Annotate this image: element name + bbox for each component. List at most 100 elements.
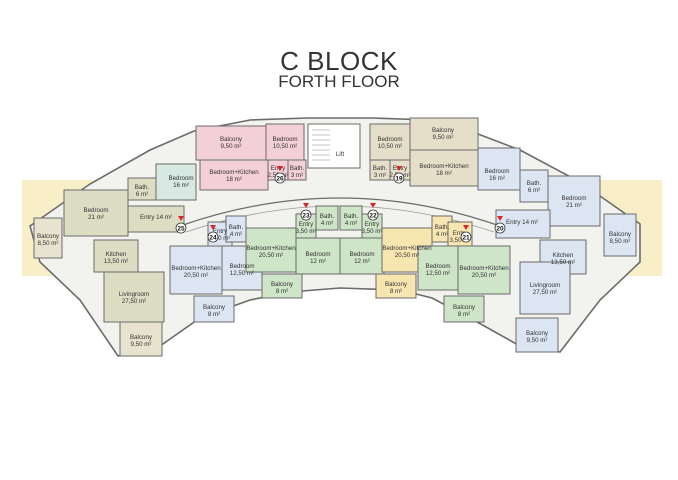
- room-area: 8 m²: [390, 288, 402, 295]
- room-area: 16 m²: [489, 175, 505, 182]
- unit-19-balcony: [409, 117, 479, 151]
- room-label: Bath.: [344, 213, 359, 220]
- room-area: 27,50 m²: [533, 289, 557, 296]
- unit-badge: 19: [393, 166, 405, 184]
- unit-20-balcony-right: [603, 213, 637, 257]
- room-area: 8,50 m²: [610, 238, 631, 245]
- unit-25-balcony-bottom: [119, 321, 163, 357]
- room-area: 8 m²: [208, 311, 220, 318]
- room-label: Entry: [453, 230, 468, 237]
- unit-number: 25: [177, 225, 185, 232]
- room-label: Bedroom+Kitchen: [382, 245, 432, 252]
- room-area: 10,50 m²: [273, 143, 297, 150]
- room-label: Bath.: [527, 180, 542, 187]
- unit-badge-circle: [367, 209, 379, 221]
- unit-20-entry: [495, 209, 551, 239]
- unit-entry-marker: [463, 225, 469, 230]
- room-label: Balcony: [526, 330, 549, 337]
- unit-20-bath: [519, 169, 549, 203]
- unit-20-bedroom: [477, 147, 521, 191]
- unit-badge: 21: [460, 225, 472, 243]
- unit-entry-marker: [178, 216, 184, 221]
- room-area: 20,50 m²: [184, 272, 208, 279]
- unit-badge: 20: [494, 216, 506, 234]
- room-label: Bath.: [290, 165, 305, 172]
- page-subtitle: FORTH FLOOR: [278, 72, 400, 91]
- unit-number: 21: [462, 234, 470, 241]
- room-area: 4 m²: [345, 220, 357, 227]
- room-area: 8,50 m²: [38, 240, 59, 247]
- room-label: Bedroom+Kitchen: [171, 265, 221, 272]
- room-label: Bedroom: [272, 136, 297, 143]
- room-area: 12,50 m²: [230, 270, 254, 277]
- room-label: Bedroom+Kitchen: [459, 265, 509, 272]
- room-label: Balcony: [130, 334, 153, 341]
- unit-19-bedroom-kitchen: [409, 149, 479, 187]
- room-area: 12 m²: [310, 258, 326, 265]
- room-label: Bedroom+Kitchen: [246, 245, 296, 252]
- room-area: 6 m²: [528, 187, 540, 194]
- room-label: Balcony: [220, 136, 243, 143]
- unit-23-bath: [315, 205, 339, 231]
- room-label: Balcony: [432, 127, 455, 134]
- unit-number: 24: [209, 234, 217, 241]
- unit-number: 26: [276, 175, 284, 182]
- unit-23-balcony: [261, 273, 303, 299]
- room-label: Balcony: [37, 233, 60, 240]
- unit-25-bedroom: [63, 189, 129, 237]
- room-label: Bath.: [320, 213, 335, 220]
- unit-23-bedroom: [295, 237, 341, 275]
- unit-badge-circle: [175, 222, 187, 234]
- room-label: Balcony: [271, 281, 294, 288]
- room-label: Entry: [271, 165, 286, 172]
- room-label: Entry 14 m²: [506, 219, 538, 226]
- unit-26-bath: [287, 159, 307, 181]
- unit-24-balcony: [193, 295, 235, 323]
- unit-badge-circle: [207, 231, 219, 243]
- room-label: Kitchen: [106, 251, 127, 258]
- room-area: 20,50 m²: [395, 252, 419, 259]
- unit-20-bedroom-2: [547, 175, 601, 227]
- unit-number: 22: [369, 212, 377, 219]
- unit-badge-circle: [393, 172, 405, 184]
- room-area: 6 m²: [136, 191, 148, 198]
- unit-badge: 25: [175, 216, 187, 234]
- unit-number: 20: [496, 225, 504, 232]
- unit-25-entry: [127, 205, 185, 233]
- room-label: Bedroom: [425, 263, 450, 270]
- room-area: 9,50 m²: [527, 337, 548, 344]
- unit-entry-marker: [210, 225, 216, 230]
- room-area: 21 m²: [88, 214, 104, 221]
- unit-number: 19: [395, 175, 403, 182]
- unit-badge-circle: [300, 209, 312, 221]
- unit-badge-circle: [494, 222, 506, 234]
- room-area: 27,50 m²: [122, 298, 146, 305]
- unit-badge: 22: [367, 203, 379, 221]
- room-area: 3 m²: [374, 172, 386, 179]
- room-area: 20,50 m²: [259, 252, 283, 259]
- room-label: Bedroom: [168, 175, 193, 182]
- room-label: Entry: [213, 228, 228, 235]
- room-label: Bedroom+Kitchen: [209, 169, 259, 176]
- room-label: Balcony: [609, 231, 632, 238]
- unit-21-bedroom: [417, 245, 459, 291]
- unit-21-balcony-2: [443, 295, 485, 323]
- room-area: 21 m²: [566, 202, 582, 209]
- room-label: Balcony: [453, 304, 476, 311]
- room-label: Bath.: [373, 165, 388, 172]
- room-area: 12,50 m²: [426, 270, 450, 277]
- room-area: 8 m²: [276, 288, 288, 295]
- unit-20-balcony-bottom: [515, 317, 559, 353]
- room-area: 12 m²: [354, 258, 370, 265]
- unit-entry-marker: [396, 166, 402, 171]
- unit-25-bedroom-2: [155, 163, 197, 201]
- unit-entry-marker: [277, 166, 283, 171]
- unit-24-bedroom-kitchen: [169, 245, 223, 295]
- room-label: Entry 14 m²: [140, 214, 172, 221]
- room-label: Entry: [365, 221, 380, 228]
- room-label: Bedroom+Kitchen: [419, 163, 469, 170]
- unit-26-balcony: [195, 125, 267, 161]
- room-label: Bedroom: [377, 136, 402, 143]
- unit-25-livingroom: [103, 271, 165, 323]
- room-area: 3,50 m²: [450, 237, 471, 244]
